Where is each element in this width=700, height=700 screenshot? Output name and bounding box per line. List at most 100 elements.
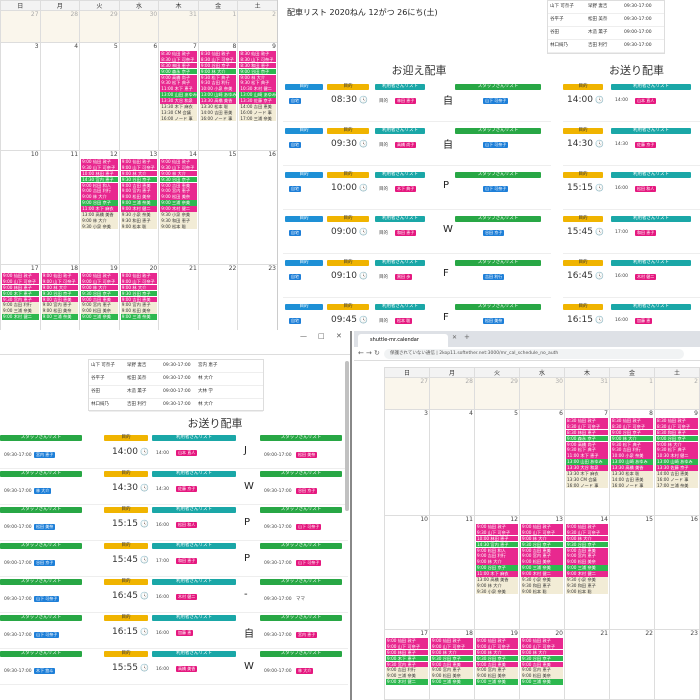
passenger-tag[interactable]: 木下 典子 <box>395 186 417 192</box>
day-cell[interactable]: 3 <box>384 409 430 516</box>
calendar-event[interactable]: 9:00 林 大介 <box>566 535 608 542</box>
calendar-event[interactable]: 9:00 林 大介 <box>41 284 79 291</box>
calendar-event[interactable]: 9:30 松下 典子 <box>566 447 608 454</box>
calendar-event[interactable]: 9:30 山下 可奈子 <box>160 164 197 171</box>
day-cell[interactable]: 4 <box>39 42 81 151</box>
calendar-event[interactable]: 14:00 吉田 恵美 <box>199 109 237 116</box>
passenger-tag[interactable]: 松本 聡 <box>395 318 413 324</box>
day-cell[interactable]: 15 <box>609 515 655 630</box>
calendar-event[interactable]: 9:30 小泉 奈美 <box>476 588 518 595</box>
back-icon[interactable]: ← <box>358 349 364 357</box>
clock-icon[interactable]: 🕓 <box>358 184 368 192</box>
calendar-event[interactable]: 9:00 山下 可奈子 <box>41 278 79 285</box>
calendar-event[interactable]: 9:00 仙田 敦子 <box>431 638 473 644</box>
calendar-event[interactable]: 9:00 三浦 奈美 <box>566 565 608 571</box>
calendar-event[interactable]: 8:30 山下 可奈子 <box>239 56 276 63</box>
calendar-event[interactable]: 14:30 宮内 恵子 <box>81 176 118 183</box>
calendar-event[interactable]: 9:00 林 大介 <box>120 284 158 291</box>
calendar-event[interactable]: 9:00 仙田 敦子 <box>81 273 118 279</box>
calendar-event[interactable]: 9:30 谷田 京子 <box>566 541 608 548</box>
calendar-event[interactable]: 9:30 宮内 恵子 <box>386 661 428 668</box>
calendar-event[interactable]: 13:30 高橋 美香 <box>611 465 653 471</box>
dropoff-time[interactable]: 15:15🕓 <box>567 183 604 193</box>
calendar-event[interactable]: 16:00 ノード 事 <box>566 482 608 489</box>
passenger-tag[interactable]: 加藤 恵 <box>176 630 194 636</box>
calendar-event[interactable]: 13:30 木下 麻衣 <box>160 104 197 110</box>
calendar-event[interactable]: 9:00 吉田 利行 <box>2 302 39 309</box>
calendar-event[interactable]: 11:00 木下 恵子 <box>566 453 608 459</box>
pickup-time[interactable]: 09:45🕓 <box>331 315 368 325</box>
calendar-event[interactable]: 9:00 谷田 京子 <box>199 62 237 69</box>
calendar-event[interactable]: 9:00 宮内 恵子 <box>41 302 79 309</box>
calendar-event[interactable]: 9:00 宮内 恵子 <box>521 553 563 560</box>
calendar-event[interactable]: 11:00 木下 麻衣 <box>81 206 118 212</box>
calendar-event[interactable]: 10:30 木村 健二 <box>239 86 276 92</box>
calendar-event[interactable]: 9:00 木下 恵子 <box>386 655 428 662</box>
calendar-event[interactable]: 13:30 松本 聡 <box>199 104 237 110</box>
clock-icon[interactable]: 🕓 <box>358 140 368 148</box>
calendar-event[interactable]: 9:00 宮内 恵子 <box>81 302 118 309</box>
calendar-event[interactable]: 13:00 山田 あゆみ <box>160 92 197 98</box>
passenger-tag[interactable]: 林田 恵子 <box>395 98 417 104</box>
calendar-event[interactable]: 9:00 吉田 恵美 <box>120 182 158 189</box>
clock-icon[interactable]: 🕓 <box>594 96 604 104</box>
calendar-event[interactable]: 9:00 松田 美奈 <box>566 559 608 565</box>
calendar-event[interactable]: 9:00 仙田 敦子 <box>160 159 197 165</box>
passenger-tag[interactable]: 加藤 恵 <box>635 318 653 324</box>
calendar-event[interactable]: 9:30 山下 可奈子 <box>476 529 518 536</box>
clock-icon[interactable]: 🕓 <box>139 448 149 456</box>
calendar-event[interactable]: 13:30 木下 麻衣 <box>566 471 608 477</box>
calendar-event[interactable]: 13:00 山崎 あゆみ <box>656 459 698 465</box>
clock-icon[interactable]: 🕓 <box>358 316 368 324</box>
calendar-event[interactable]: 9:30 和田 恵子 <box>160 217 197 224</box>
calendar-event[interactable]: 9:00 三浦 奈美 <box>476 679 518 685</box>
calendar-event[interactable]: 9:00 仙田 敦子 <box>2 273 39 279</box>
calendar-event[interactable]: 9:30 谷田 京子 <box>41 290 79 297</box>
day-cell[interactable]: 28 <box>39 10 81 43</box>
calendar-event[interactable]: 9:00 松本 聡 <box>566 588 608 595</box>
calendar-event[interactable]: 14:00 吉田 恵美 <box>611 476 653 483</box>
calendar-event[interactable]: 9:30 谷田 京子 <box>120 290 158 297</box>
calendar-event[interactable]: 9:00 松田 美奈 <box>120 308 158 314</box>
calendar-event[interactable]: 13:30 CM 会議 <box>160 109 197 116</box>
calendar-event[interactable]: 9:00 林 大介 <box>476 649 518 656</box>
day-cell[interactable]: 3 <box>0 42 41 151</box>
day-cell[interactable]: 31 <box>158 10 199 43</box>
calendar-event[interactable]: 8:30 和田 恵子 <box>656 429 698 436</box>
calendar-event[interactable]: 10:00 小泉 奈美 <box>611 453 653 459</box>
pickup-time[interactable]: 09:10🕓 <box>331 271 368 281</box>
calendar-event[interactable]: 17:00 三浦 奈美 <box>656 482 698 489</box>
day-cell[interactable]: 23 <box>237 264 277 330</box>
calendar-event[interactable]: 8:30 山下 可奈子 <box>656 423 698 430</box>
calendar-event[interactable]: 13:00 高橋 美香 <box>476 577 518 583</box>
day-cell[interactable]: 21 <box>158 264 199 330</box>
dropoff-time[interactable]: 15:45🕓 <box>112 555 149 565</box>
passenger-tag[interactable]: 黒田 歩 <box>395 274 413 280</box>
passenger-tag[interactable]: 松田 和人 <box>635 186 657 192</box>
calendar-event[interactable]: 9:00 三浦 奈美 <box>2 308 39 314</box>
calendar-event[interactable]: 9:00 吉田 恵美 <box>160 182 197 189</box>
calendar-event[interactable]: 8:30 山下 可奈子 <box>199 56 237 63</box>
calendar-event[interactable]: 10:00 林田 恵子 <box>476 535 518 542</box>
calendar-event[interactable]: 9:00 吉田 利行 <box>386 667 428 674</box>
calendar-event[interactable]: 9:00 森永 京子 <box>160 68 197 75</box>
calendar-event[interactable]: 9:30 吉田 利行 <box>611 447 653 454</box>
day-cell[interactable]: 16 <box>654 515 700 630</box>
calendar-event[interactable]: 9:00 山下 可奈子 <box>431 643 473 650</box>
calendar-event[interactable]: 9:30 松下 典子 <box>199 74 237 81</box>
staff-tag[interactable]: 林 大介 <box>34 488 52 494</box>
calendar-event[interactable]: 13:30 大谷 和泉 <box>566 465 608 471</box>
calendar-event[interactable]: 9:30 松下 典子 <box>656 447 698 454</box>
clock-icon[interactable]: 🕓 <box>594 272 604 280</box>
calendar-event[interactable]: 9:00 松田 和人 <box>476 547 518 554</box>
forward-icon[interactable]: → <box>366 349 372 357</box>
